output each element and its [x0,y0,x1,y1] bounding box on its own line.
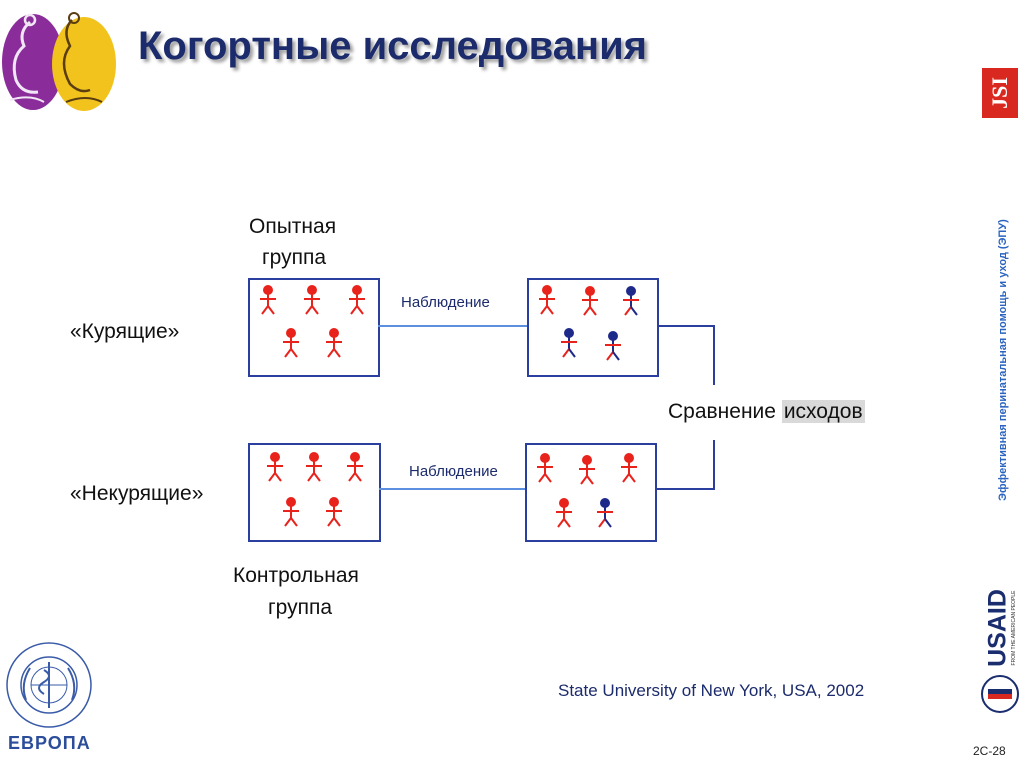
who-emblem-icon [6,642,92,728]
nonsmokers-label: «Некурящие» [70,482,204,505]
observation-arrow-top [378,325,527,327]
usaid-logo-text: USAID [983,589,1012,667]
stick-figure [304,285,320,315]
bracket-bottom-v [713,440,715,490]
stick-figure [306,452,322,482]
stick-figure [267,452,283,482]
observation-label-top: Наблюдение [401,294,490,311]
stick-figure [347,452,363,482]
jsi-logo: JSI [982,68,1018,118]
stick-figure [561,328,577,358]
stick-figure [621,453,637,483]
stick-figure [326,328,342,358]
stick-figure [579,455,595,485]
comparison-prefix: Сравнение [668,400,782,423]
stick-figure [283,328,299,358]
stick-figure [260,285,276,315]
stick-figure [283,497,299,527]
stick-figure [537,453,553,483]
stick-figure [539,285,555,315]
pregnancy-logo [2,12,116,111]
stick-figure [597,498,613,528]
usaid-seal-icon [981,675,1019,713]
stick-figure [326,497,342,527]
page-title: Когортные исследования [138,24,648,68]
experimental-group-label-1: Опытная [249,215,337,238]
smokers-label: «Курящие» [70,320,180,343]
slide-number: 2C-28 [973,744,1006,758]
comparison-label: Сравнение исходов [668,400,865,424]
who-region-text: ЕВРОПА [8,733,91,753]
source-citation: State University of New York, USA, 2002 [558,681,865,700]
bracket-top-h [657,325,715,327]
stick-figure [605,331,621,361]
usaid-tagline: FROM THE AMERICAN PEOPLE [1011,590,1017,666]
bracket-top-v [713,325,715,385]
control-group-label-1: Контрольная [233,564,359,587]
bracket-bottom-h [655,488,715,490]
stick-figure [349,285,365,315]
observation-arrow-bottom [379,488,525,490]
comparison-highlight: исходов [781,400,865,423]
observation-label-bottom: Наблюдение [409,463,498,480]
stick-figure [582,286,598,316]
control-group-label-2: группа [268,596,333,619]
stick-figure [623,286,639,316]
stick-figure [556,498,572,528]
experimental-group-label-2: группа [262,246,327,269]
